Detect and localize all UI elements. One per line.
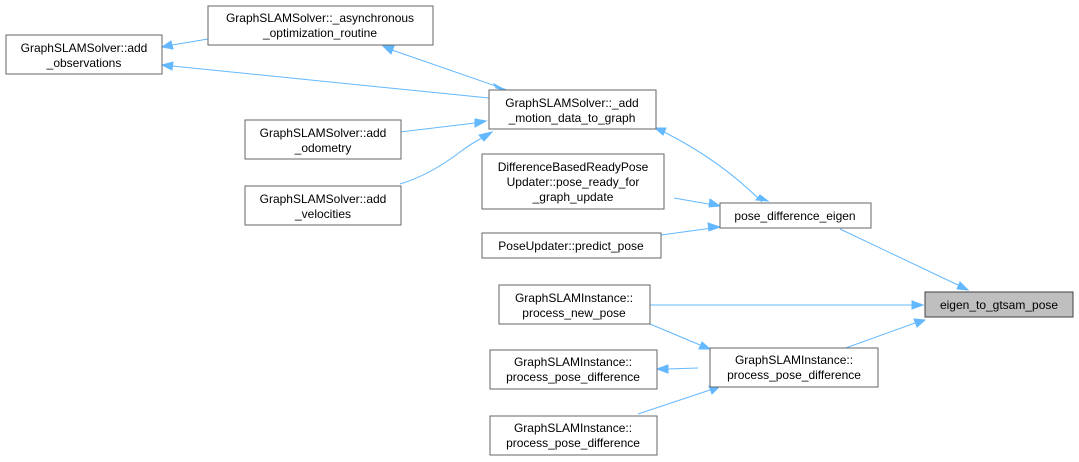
node-add-velocities[interactable]: GraphSLAMSolver::add _velocities — [244, 185, 402, 226]
node-pose-difference-eigen[interactable]: pose_difference_eigen — [719, 202, 872, 229]
node-predict-pose[interactable]: PoseUpdater::predict_pose — [481, 232, 662, 259]
edge-ppd-main-to-ppd-1 — [666, 367, 699, 370]
node-pose-ready-for-graph-update[interactable]: DifferenceBasedReadyPose Updater::pose_r… — [481, 153, 665, 210]
edge-arrowhead — [160, 40, 174, 50]
node-label-line: eigen_to_gtsam_pose — [940, 298, 1058, 312]
edge-arrowhead — [707, 222, 722, 232]
node-label-line: _velocities — [294, 207, 351, 221]
edge-add-motion-to-velocities — [399, 137, 483, 185]
node-label-line: Updater::pose_ready_for — [507, 175, 640, 189]
edge-arrowhead — [655, 364, 669, 374]
edge-ppd-main-to-new-pose — [649, 323, 701, 346]
node-label-line: GraphSLAMSolver::add — [260, 126, 387, 140]
edges — [160, 38, 970, 415]
node-process-pose-difference-1[interactable]: GraphSLAMInstance:: process_pose_differe… — [489, 349, 658, 390]
node-label-line: GraphSLAMSolver::_add — [505, 96, 638, 110]
edge-arrowhead — [708, 198, 722, 208]
node-add-observations[interactable]: GraphSLAMSolver::add _observations — [5, 34, 163, 75]
edge-arrowhead — [381, 45, 395, 55]
edge-arrowhead — [911, 300, 925, 310]
node-label-line: _motion_data_to_graph — [508, 111, 636, 125]
edge-eigen-to-ppd-main — [839, 322, 916, 351]
node-label-line: _optimization_routine — [262, 26, 377, 40]
edge-arrowhead — [653, 127, 667, 136]
node-process-new-pose[interactable]: GraphSLAMInstance:: process_new_pose — [498, 284, 651, 325]
node-label-line: process_pose_difference — [506, 436, 640, 450]
edge-ppd-main-to-ppd-2 — [637, 389, 711, 415]
node-process-pose-difference-main[interactable]: GraphSLAMInstance:: process_pose_differe… — [709, 347, 879, 388]
edge-add-motion-to-odometry — [399, 122, 476, 133]
node-label-line: process_pose_difference — [727, 368, 861, 382]
node-label-line: DifferenceBasedReadyPose — [498, 160, 649, 174]
edge-arrowhead — [755, 194, 770, 202]
node-label-line: pose_difference_eigen — [734, 209, 855, 223]
node-label-line: _observations — [46, 56, 122, 70]
node-label-line: process_pose_difference — [506, 370, 640, 384]
node-eigen-to-gtsam-pose[interactable]: eigen_to_gtsam_pose — [924, 291, 1074, 318]
node-label-line: GraphSLAMSolver::_asynchronous — [226, 11, 414, 25]
node-add-motion-data-to-graph[interactable]: GraphSLAMSolver::_add _motion_data_to_gr… — [488, 89, 657, 130]
node-process-pose-difference-2[interactable]: GraphSLAMInstance:: process_pose_differe… — [489, 415, 658, 456]
node-label-line: _odometry — [294, 141, 352, 155]
node-label-line: GraphSLAMInstance:: — [515, 291, 633, 305]
node-async-optimization-routine[interactable]: GraphSLAMSolver::_asynchronous _optimiza… — [207, 5, 434, 46]
node-label-line: PoseUpdater::predict_pose — [498, 239, 644, 253]
node-label-line: GraphSLAMInstance:: — [735, 353, 853, 367]
edge-async-to-add-observations — [171, 38, 209, 46]
edge-arrowhead — [474, 118, 488, 128]
edge-eigen-to-pose-diff — [839, 228, 961, 287]
node-label-line: GraphSLAMInstance:: — [514, 355, 632, 369]
node-add-odometry[interactable]: GraphSLAMSolver::add _odometry — [244, 119, 402, 160]
edge-add-motion-to-async — [391, 49, 511, 92]
edge-add-motion-to-add-observations — [171, 65, 490, 99]
node-label-line: GraphSLAMSolver::add — [21, 41, 148, 55]
edge-arrowhead — [956, 281, 970, 291]
edge-pose-diff-to-add-motion — [663, 131, 763, 203]
edge-arrowhead — [698, 341, 712, 350]
edge-arrowhead — [160, 61, 174, 71]
node-label-line: _graph_update — [532, 190, 614, 204]
edge-arrowhead — [478, 131, 494, 142]
node-label-line: GraphSLAMSolver::add — [260, 192, 387, 206]
edge-arrowhead — [913, 318, 927, 328]
node-label-line: GraphSLAMInstance:: — [514, 421, 632, 435]
node-label-line: process_new_pose — [522, 306, 626, 320]
